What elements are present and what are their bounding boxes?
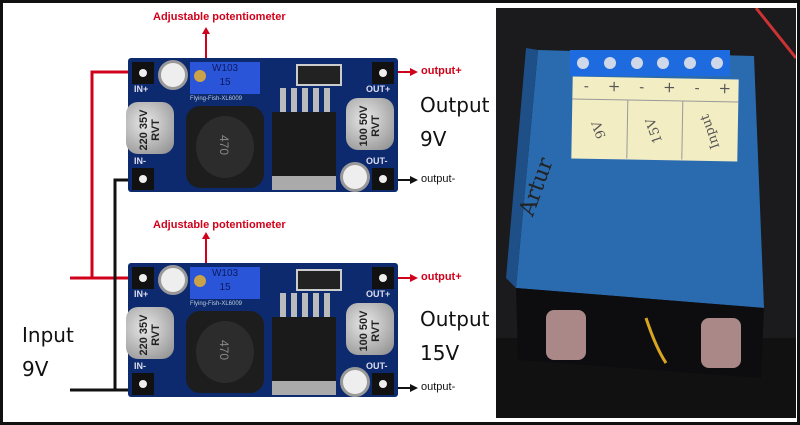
polarity-mark: + [607, 77, 621, 96]
output-label: Output [420, 307, 490, 331]
input-label: Input [22, 323, 74, 347]
bottom-output-voltage: Output 15V [420, 302, 489, 370]
inductor-photo [546, 310, 586, 360]
xl6009-chip [272, 317, 336, 387]
xl6009-chip [272, 112, 336, 182]
silk-in-minus: IN- [134, 361, 146, 371]
mounting-hole [340, 162, 370, 192]
silk-out-minus: OUT- [366, 361, 388, 371]
pot-label-bottom: Adjustable potentiometer [153, 219, 286, 231]
silk-in-plus: IN+ [134, 289, 149, 299]
chip-tab [272, 381, 336, 395]
polarity-mark: + [662, 78, 676, 97]
arrowhead-icon [202, 27, 210, 34]
brand-silk: Flying-Fish-XL6009 [190, 96, 243, 102]
out-minus-pin [372, 373, 394, 395]
screw-terminal [577, 57, 590, 69]
note-label: 15V [643, 115, 667, 145]
output-minus-label-bottom: output- [421, 381, 456, 393]
note-label: 9V [589, 118, 610, 140]
output-plus-label-bottom: output+ [421, 271, 462, 283]
output-plus-label-top: output+ [421, 65, 462, 77]
output-capacitor: 100 50V RVT [346, 98, 394, 150]
diode [296, 64, 342, 86]
in-minus-pin [132, 373, 154, 395]
out-minus-pin [372, 168, 394, 190]
mounting-hole [158, 60, 188, 90]
negative-wire [70, 178, 140, 392]
input-value: 9V [22, 357, 49, 381]
output-minus-label-top: output- [421, 173, 456, 185]
in-plus-pin [132, 267, 154, 289]
polarity-mark: - [583, 76, 590, 95]
arrowhead-icon [410, 384, 418, 392]
arrowhead-icon [410, 68, 418, 76]
arrowhead-icon [202, 232, 210, 239]
screw-terminal [603, 57, 616, 69]
input-capacitor: 220 35V RVT [126, 102, 174, 154]
screw-terminal [710, 57, 723, 69]
out-plus-pin [372, 62, 394, 84]
silk-in-plus: IN+ [134, 84, 149, 94]
inductor-photo [701, 318, 741, 368]
chip-tab [272, 176, 336, 190]
screw-terminal [630, 57, 643, 69]
positive-wire [70, 70, 140, 280]
polarity-mark: + [718, 79, 732, 98]
output-value: 15V [420, 341, 460, 365]
diode [296, 269, 342, 291]
in-plus-pin [132, 62, 154, 84]
out-plus-pin [372, 267, 394, 289]
silk-in-minus: IN- [134, 156, 146, 166]
mounting-hole [158, 265, 188, 295]
silk-out-minus: OUT- [366, 156, 388, 166]
inductor: 470 [186, 311, 264, 393]
output-capacitor: 100 50V RVT [346, 303, 394, 355]
output-label: Output [420, 93, 490, 117]
inductor: 470 [186, 106, 264, 188]
note-label: Input [697, 111, 724, 151]
output-value: 9V [420, 127, 447, 151]
polarity-mark: - [694, 78, 700, 97]
mounting-hole [340, 367, 370, 397]
silk-out-plus: OUT+ [366, 84, 391, 94]
screw-terminal [683, 57, 696, 69]
input-voltage: Input 9V [22, 318, 74, 386]
input-capacitor: 220 35V RVT [126, 307, 174, 359]
arrowhead-icon [410, 274, 418, 282]
polarity-mark: - [639, 77, 645, 96]
brand-silk: Flying-Fish-XL6009 [190, 301, 243, 307]
arrowhead-icon [410, 176, 418, 184]
pot-label-top: Adjustable potentiometer [153, 11, 286, 23]
terminal-block [570, 50, 730, 76]
in-minus-pin [132, 168, 154, 190]
top-output-voltage: Output 9V [420, 88, 489, 156]
screw-terminal [657, 57, 670, 69]
silk-out-plus: OUT+ [366, 289, 391, 299]
